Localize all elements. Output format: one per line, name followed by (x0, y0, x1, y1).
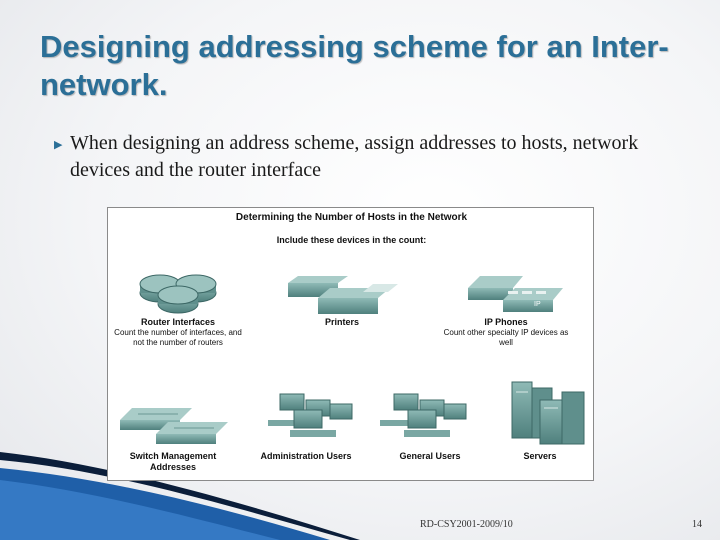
category-servers: Servers (485, 451, 595, 462)
computer-icon (268, 393, 353, 437)
slide-title: Designing addressing scheme for an Inter… (40, 29, 669, 102)
bullet-arrow-icon: ▶ (54, 139, 63, 151)
figure-title: Determining the Number of Hosts in the N… (235, 212, 468, 223)
switch-icon (120, 408, 228, 444)
category-switch-management: Switch Management Addresses (108, 451, 238, 473)
category-label: Servers (523, 451, 557, 461)
category-description: Count the number of interfaces, and not … (114, 328, 242, 347)
figure-subtitle: Include these devices in the count: (276, 235, 427, 245)
page-number: 14 (692, 519, 702, 530)
figure-graphics: IP (120, 274, 585, 445)
category-label: Router Interfaces (140, 317, 216, 327)
hosts-figure: IP (107, 207, 594, 481)
category-description: Count other specialty IP devices as well (443, 328, 569, 347)
svg-text:IP: IP (534, 301, 541, 308)
printer-icon (288, 276, 398, 314)
category-ip-phones: IP Phones Count other specialty IP devic… (441, 317, 571, 348)
category-printers: Printers (277, 317, 407, 328)
router-icon (139, 274, 217, 314)
server-icon (511, 381, 585, 445)
category-label: Administration Users (260, 451, 352, 461)
bullet-text: When designing an address scheme, assign… (70, 132, 639, 181)
category-general-users: General Users (365, 451, 495, 462)
category-administration-users: Administration Users (241, 451, 371, 462)
category-label: Switch Management Addresses (129, 451, 217, 472)
ip-phone-icon: IP (468, 276, 563, 312)
category-label: General Users (399, 451, 461, 461)
category-router-interfaces: Router Interfaces Count the number of in… (113, 317, 243, 348)
footer-course-code: RD-CSY2001-2009/10 (420, 519, 513, 530)
computer-icon (380, 393, 467, 437)
bullet-item: ▶ When designing an address scheme, assi… (54, 130, 650, 184)
decorative-swoosh (0, 452, 360, 540)
category-label: Printers (324, 317, 359, 327)
category-label: IP Phones (484, 317, 528, 327)
